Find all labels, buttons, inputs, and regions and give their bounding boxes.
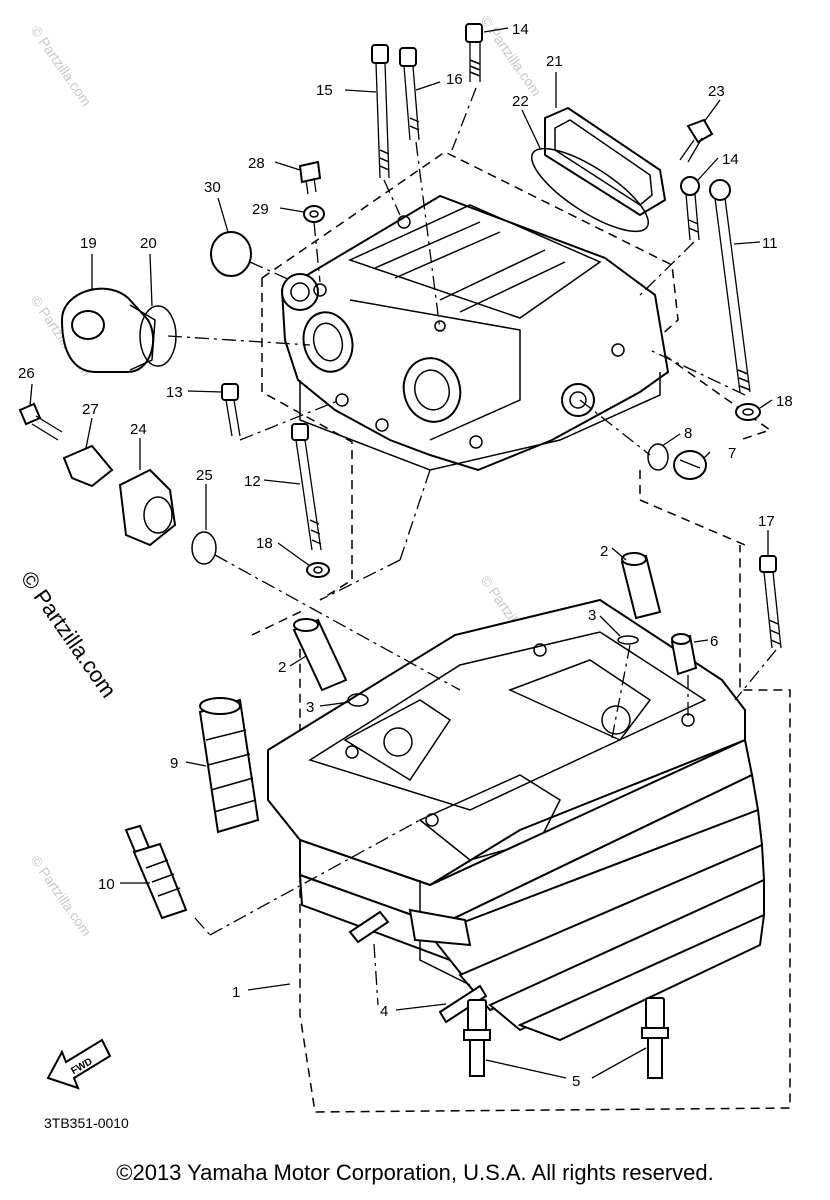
- label-5: 5: [572, 1073, 580, 1090]
- head-cover: [261, 151, 772, 601]
- watermark-1: © Partzilla.com: [28, 23, 95, 109]
- label-18a: 18: [776, 393, 793, 410]
- part-23-bolt: [679, 118, 714, 163]
- part-2-guides: [292, 552, 662, 692]
- label-27: 27: [82, 401, 99, 418]
- parts-diagram: © Partzilla.com © Partzilla.com © Partzi…: [16, 13, 793, 1131]
- label-20: 20: [140, 235, 157, 252]
- label-3a: 3: [588, 607, 596, 624]
- label-29: 29: [252, 201, 269, 218]
- label-9: 9: [170, 755, 178, 772]
- part-9-damper: [198, 697, 260, 834]
- part-5-studs: [463, 997, 669, 1079]
- label-22: 22: [512, 93, 529, 110]
- part-labels: 1 2 2 3 3 4 5 6 7 8 9 10 11 12 13 14 14 …: [18, 21, 793, 1090]
- label-11: 11: [762, 235, 778, 252]
- label-8: 8: [684, 425, 692, 442]
- label-14a: 14: [512, 21, 529, 38]
- part-19-20-cap: [60, 287, 311, 373]
- label-leaders: [29, 27, 773, 1079]
- part-12-bolt: [291, 423, 330, 578]
- part-11-stud: [649, 179, 751, 396]
- label-15: 15: [316, 82, 333, 99]
- label-14b: 14: [722, 151, 739, 168]
- part-18-washer-right: [735, 403, 761, 421]
- watermark-6: © Partzilla.com: [28, 853, 95, 939]
- part-15-16-bolts: [371, 44, 441, 331]
- label-2a: 2: [600, 543, 608, 560]
- part-6-dowel: [670, 633, 698, 720]
- label-4: 4: [380, 1003, 388, 1020]
- diagram-code: 3TB351-0010: [44, 1115, 129, 1131]
- cylinder-head: [251, 470, 791, 1113]
- label-26: 26: [18, 365, 35, 382]
- part-14-bolt-top: [451, 23, 483, 151]
- part-14-bolt-right: [639, 176, 700, 296]
- copyright-notice: ©2013 Yamaha Motor Corporation, U.S.A. A…: [116, 1160, 714, 1185]
- part-21-22-cover: [530, 106, 667, 233]
- label-10: 10: [98, 876, 115, 893]
- part-28-30-small: [210, 160, 325, 283]
- label-19: 19: [80, 235, 97, 252]
- label-1: 1: [232, 984, 240, 1001]
- label-16: 16: [446, 71, 463, 88]
- label-12: 12: [244, 473, 261, 490]
- label-6: 6: [710, 633, 718, 650]
- label-18b: 18: [256, 535, 273, 552]
- part-13-bolt: [221, 383, 341, 441]
- label-28: 28: [248, 155, 265, 172]
- part-10-spark-plug: [124, 819, 421, 936]
- part-17-bolt: [734, 555, 782, 701]
- fwd-arrow: FWD: [46, 1038, 112, 1090]
- label-25: 25: [196, 467, 213, 484]
- label-7: 7: [728, 445, 736, 462]
- watermark-main: © Partzilla.com: [16, 567, 122, 703]
- label-2b: 2: [278, 659, 286, 676]
- part-3-clips: [347, 635, 639, 739]
- label-3b: 3: [306, 699, 314, 716]
- label-24: 24: [130, 421, 147, 438]
- label-21: 21: [546, 53, 563, 70]
- label-13: 13: [166, 384, 183, 401]
- label-17: 17: [758, 513, 775, 530]
- label-23: 23: [708, 83, 725, 100]
- label-30: 30: [204, 179, 221, 196]
- part-7-8-plug: [579, 399, 707, 480]
- part-4-studs: [348, 910, 488, 1024]
- part-24-27-group: [18, 402, 461, 691]
